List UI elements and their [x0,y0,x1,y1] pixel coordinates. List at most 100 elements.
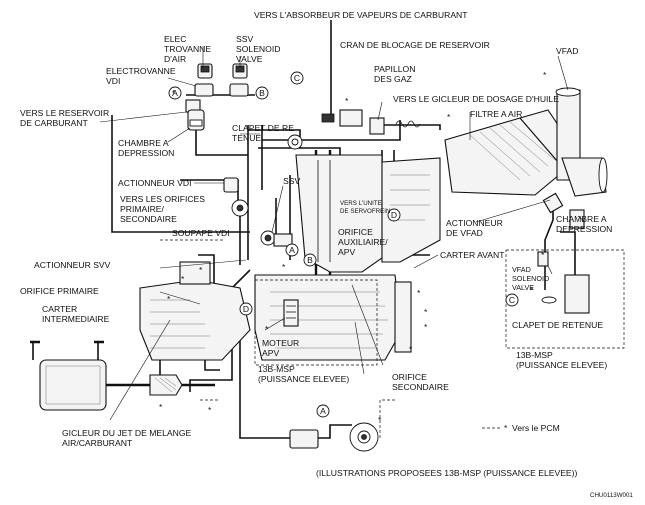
label-vfad-solenoid-3: VALVE [512,283,534,292]
connector-b-top: B [255,86,269,100]
label-elec-trovanne: TROVANNE [164,44,211,54]
label-vers-unite: VERS L'UNITE [340,200,382,207]
label-actionneur-vdi: ACTIONNEUR VDI [118,178,192,188]
labels: VERS L'ABSORBEUR DE VAPEURS DE CARBURANT… [20,10,633,499]
connector-d-lower: D [239,302,253,316]
pcm-dashed-wires [160,239,500,438]
exhaust-muffler [30,340,215,411]
connector-b-center: B [303,253,317,267]
svg-text:*: * [181,274,185,284]
label-vers-orifices-3: SECONDAIRE [120,214,177,224]
label-moteur-apv: MOTEUR [262,338,299,348]
label-chambre-depression-right: CHAMBRE A [556,214,607,224]
label-actionneur-vfad-2: DE VFAD [446,228,483,238]
air-filter-housing [444,87,608,197]
label-chambre-depression-left: CHAMBRE A [118,138,169,148]
label-gicleur-2: AIR/CARBURANT [62,438,133,448]
label-cran-blocage: CRAN DE BLOCAGE DE RESERVOIR [340,40,490,50]
connector-c-top: C [290,71,304,85]
label-vfad-solenoid-2: SOLENOID [512,274,549,283]
label-orifice-primaire: ORIFICE PRIMAIRE [20,286,99,296]
label-orifice-auxiliaire-2: AUXILIAIRE/ [338,237,388,247]
label-moteur-apv-2: APV [262,348,279,358]
label-illustrations: (ILLUSTRATIONS PROPOSEES 13B-MSP (PUISSA… [316,468,578,478]
label-clapet-retenue-top-2: TENUE [232,133,261,143]
label-chambre-depression-left-2: DEPRESSION [118,148,174,158]
label-vers-orifices: VERS LES ORIFICES [120,194,205,204]
label-clapet-retenue-right: CLAPET DE RETENUE [512,320,603,330]
svg-text:D: D [243,304,249,314]
connector-c-right: C [505,293,519,307]
svg-text:*: * [159,402,163,412]
label-ssv-solenoid-3: VALVE [236,54,263,64]
vfad-actuator [542,192,585,229]
engine-block [139,261,412,361]
connector-a-left: A [168,86,182,100]
connector-a-center: A [285,243,299,257]
intake-manifold [295,154,441,273]
tank-lock-box [321,109,363,127]
bottom-solenoid-pump [289,422,379,452]
label-filtre-air: FILTRE A AIR [470,109,522,119]
svg-text:C: C [509,295,515,305]
svg-text:*: * [543,70,547,80]
label-vers-unite-2: DE SERVOFREIN [340,208,390,215]
label-ssv: SSV [283,176,300,186]
solenoid-valve-block [185,63,249,113]
label-vers-reservoir: VERS LE RESERVOIR [20,108,109,118]
svg-text:*: * [208,405,212,415]
label-orifice-secondaire: ORIFICE [392,372,427,382]
label-papillon: PAPILLON [374,64,415,74]
figure-code: CHU0113W001 [590,492,633,499]
svg-text:A: A [320,406,326,416]
label-carter-avant: CARTER AVANT [440,250,505,260]
svg-text:*: * [417,288,421,298]
legend-pcm: * Vers le PCM [504,423,560,433]
label-carter-intermediaire: CARTER [42,304,77,314]
svg-text:A: A [172,88,178,98]
svg-text:*: * [530,285,534,295]
label-electrovanne-vdi-2: VDI [106,76,120,86]
connector-d-right: D [387,208,401,222]
msp-center-frame [254,279,378,366]
svg-text:*: * [167,294,171,304]
label-carter-intermediaire-2: INTERMEDIAIRE [42,314,110,324]
label-elec-dair: D'AIR [164,54,186,64]
label-papillon-2: DES GAZ [374,74,412,84]
label-soupape-vdi: SOUPAPE VDI [172,228,230,238]
label-vfad-top: VFAD [556,46,578,56]
label-msp-right-2: (PUISSANCE ELEVEE) [516,360,607,370]
svg-text:*: * [172,88,176,98]
label-msp-right: 13B-MSP [516,350,553,360]
vdi-actuator [223,177,249,217]
label-vers-reservoir-2: DE CARBURANT [20,118,89,128]
svg-text:*: * [199,265,203,275]
apv-motor [283,299,299,327]
leader-lines [99,46,586,421]
svg-text:B: B [259,88,265,98]
connector-a-bottom: A [316,404,330,418]
label-vers-pcm: Vers le PCM [512,423,560,433]
label-actionneur-vfad: ACTIONNEUR [446,218,503,228]
throttle-body [369,117,421,135]
label-elec: ELEC [164,34,186,44]
label-orifice-auxiliaire: ORIFICE [338,227,373,237]
label-chambre-depression-right-2: DEPRESSION [556,224,612,234]
svg-text:C: C [294,73,300,83]
label-msp-center-2: (PUISSANCE ELEVEE) [258,374,349,384]
label-actionneur-svv: ACTIONNEUR SVV [34,260,111,270]
label-vers-gicleur: VERS LE GICLEUR DE DOSAGE D'HUILE [393,94,559,104]
label-ssv-solenoid-2: SOLENOID [236,44,280,54]
svg-text:*: * [378,415,382,425]
svg-text:*: * [504,423,508,433]
svg-text:*: * [282,262,286,272]
label-gicleur: GICLEUR DU JET DE MELANGE [62,428,192,438]
svg-text:A: A [289,245,295,255]
label-orifice-auxiliaire-3: APV [338,247,355,257]
vfad-detail-frame [505,249,625,349]
label-vfad-solenoid: VFAD [512,265,531,274]
label-electrovanne-vdi: ELECTROVANNE [106,66,176,76]
label-clapet-retenue-top: CLAPET DE RE [232,123,294,133]
svg-text:B: B [307,255,313,265]
check-valve-top [287,134,303,150]
